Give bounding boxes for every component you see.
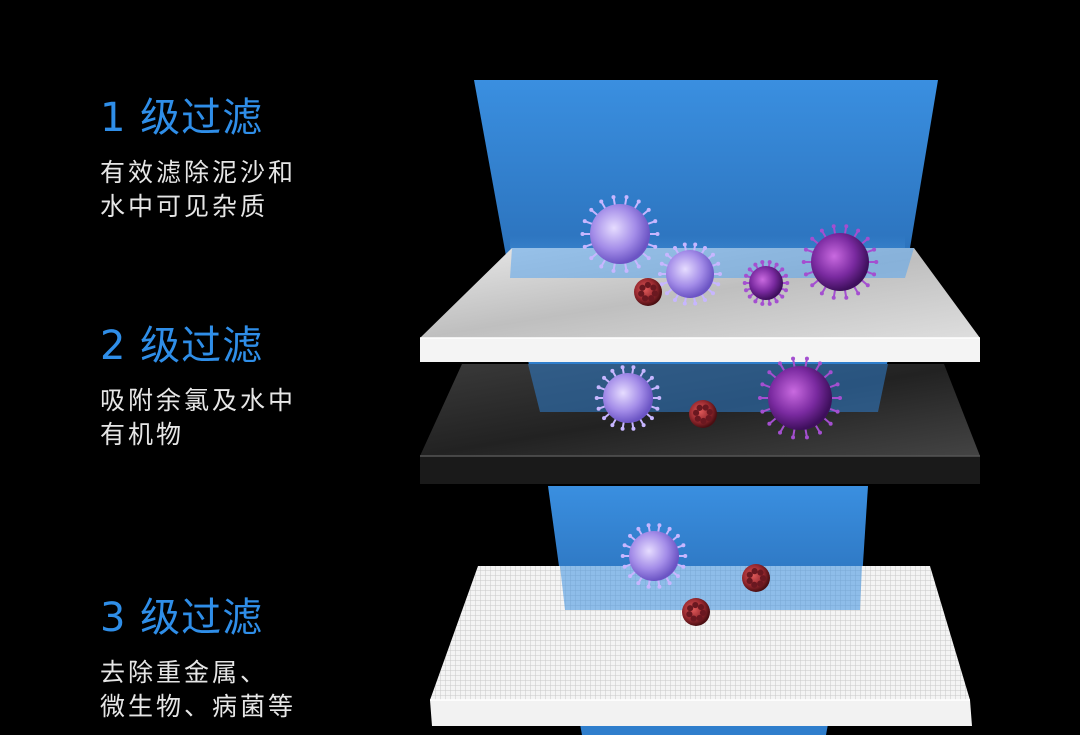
virus-particle	[658, 242, 722, 306]
virus-particle	[620, 523, 688, 589]
stage-3-desc-line-2: 微生物、病菌等	[100, 692, 297, 721]
virus-particle	[682, 598, 710, 626]
virus-particle	[689, 400, 717, 428]
stage-2-description: 吸附余氯及水中 有机物	[100, 384, 296, 452]
stage-3-desc-line-1: 去除重金属、	[100, 658, 269, 687]
stage-1-title: 1 级过滤	[100, 95, 264, 141]
contaminant-particles	[580, 195, 879, 626]
stage-2-desc-line-2: 有机物	[100, 420, 185, 449]
virus-particle	[742, 260, 790, 306]
virus-particle	[594, 365, 662, 431]
virus-particle	[580, 195, 660, 273]
virus-particle	[801, 224, 879, 300]
stage-3-title: 3 级过滤	[100, 595, 264, 641]
stage-1-desc-line-2: 水中可见杂质	[100, 192, 269, 221]
filter-layer-3	[430, 566, 972, 726]
stage-3-text: 3 级过滤 去除重金属、 微生物、病菌等	[100, 598, 296, 724]
virus-particle	[758, 356, 842, 440]
stage-2-desc-line-1: 吸附余氯及水中	[100, 386, 297, 415]
stage-2-title: 2 级过滤	[100, 323, 264, 369]
stage-2-text: 2 级过滤 吸附余氯及水中 有机物	[100, 326, 296, 452]
virus-particle	[634, 278, 662, 306]
stage-1-description: 有效滤除泥沙和 水中可见杂质	[100, 156, 296, 224]
virus-particle	[742, 564, 770, 592]
stage-1-text: 1 级过滤 有效滤除泥沙和 水中可见杂质	[100, 98, 296, 224]
stage-1-desc-line-1: 有效滤除泥沙和	[100, 158, 297, 187]
stage-3-description: 去除重金属、 微生物、病菌等	[100, 656, 296, 724]
